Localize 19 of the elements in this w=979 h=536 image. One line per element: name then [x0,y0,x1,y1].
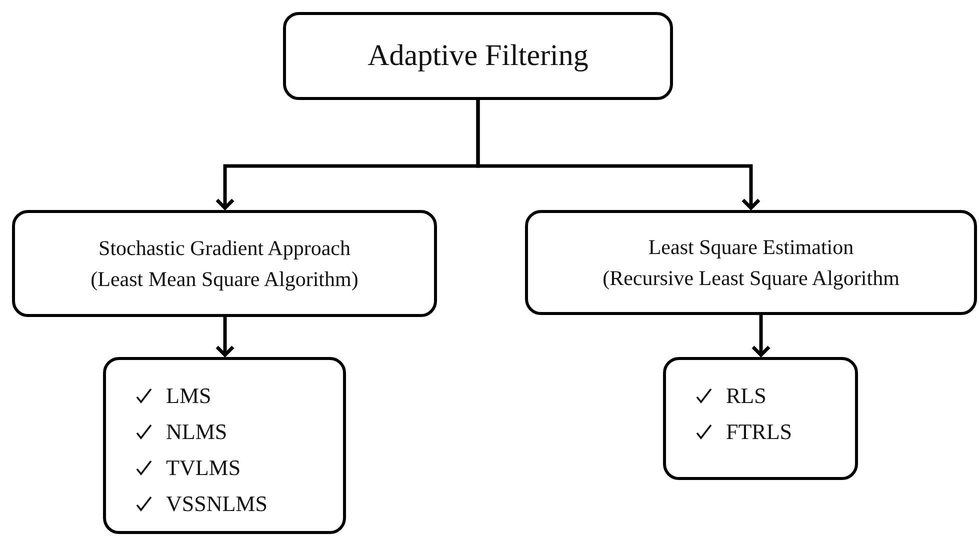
box-title: Adaptive Filtering [368,38,588,74]
arrow [215,317,235,357]
process-box [103,357,346,534]
list-item: RLS [726,383,766,409]
list-item: VSSNLMS [166,491,268,517]
box-subheading: (Recursive Least Square Algorithm [602,264,900,292]
process-box [525,210,977,315]
list-item: LMS [166,383,212,409]
process-box [663,357,858,480]
arrow [476,100,761,210]
process-box [283,12,673,100]
process-box [12,210,437,317]
box-subheading: (Least Mean Square Algorithm) [90,266,358,292]
box-heading: Stochastic Gradient Approach [98,235,350,262]
list-item: FTRLS [726,419,792,445]
list-item: TVLMS [166,455,241,481]
box-heading: Least Square Estimation [648,234,854,262]
list-item: NLMS [166,419,228,445]
arrow [751,315,771,357]
